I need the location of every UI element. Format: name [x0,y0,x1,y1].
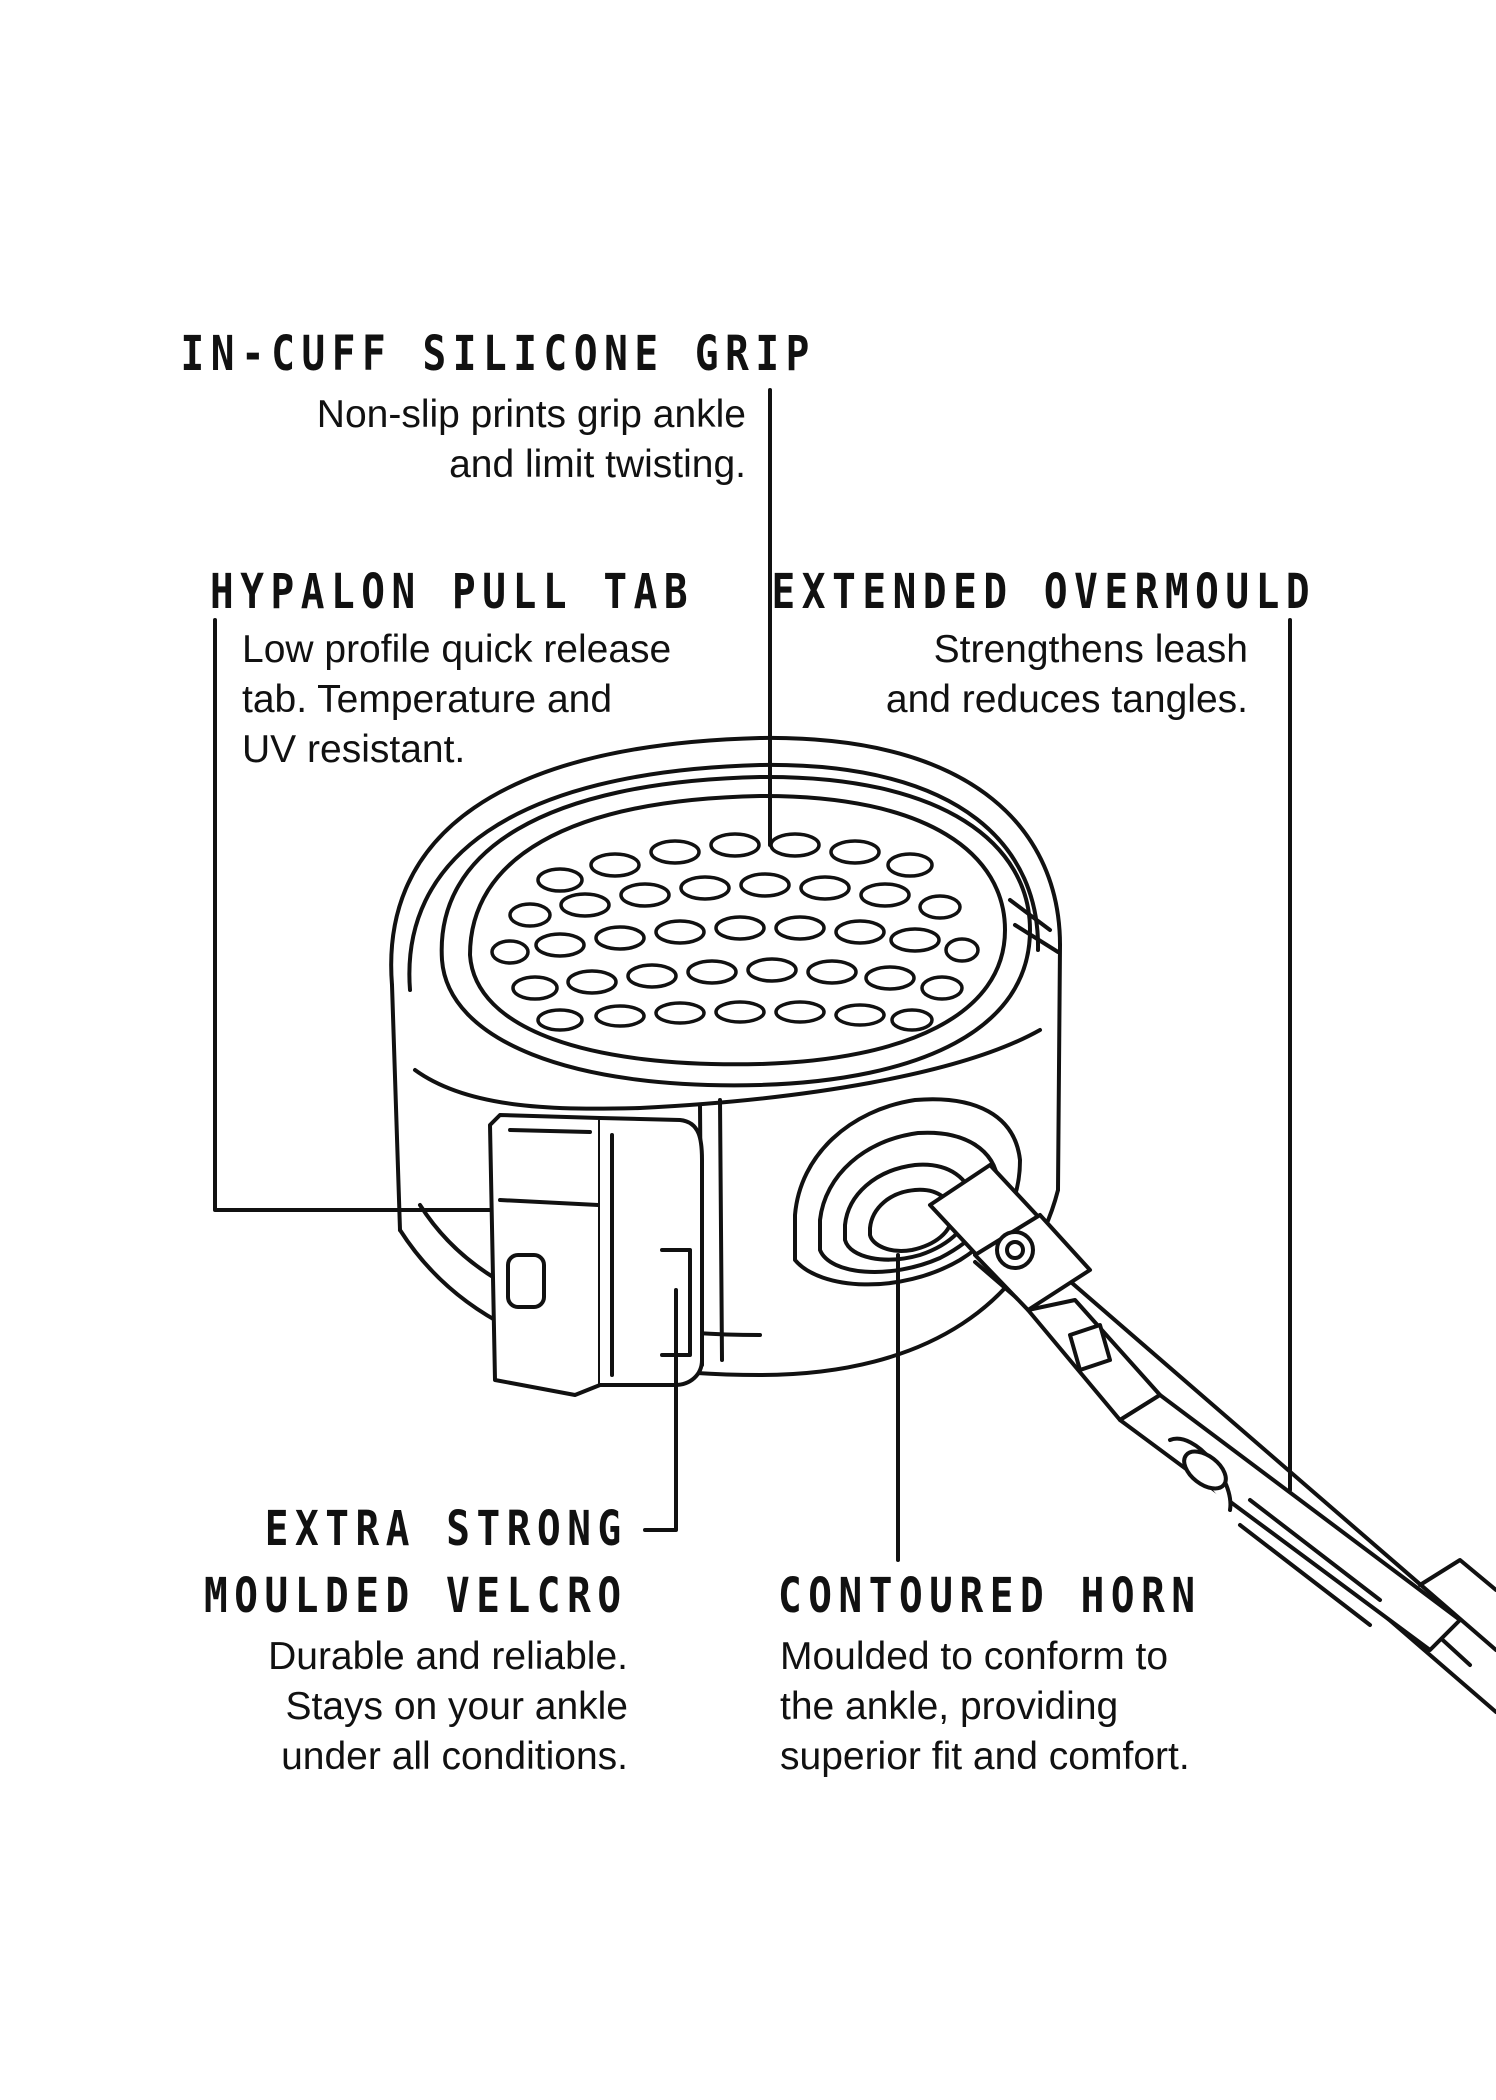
horn-title: CONTOURED HORN [778,1568,1202,1624]
tab-line-2: tab. Temperature and [242,678,613,721]
velcro-title-line-1: EXTRA STRONG [264,1501,628,1557]
velcro-line-1: Durable and reliable. [268,1635,628,1678]
contoured-horn [793,1097,1462,1652]
overmould-line-2: and reduces tangles. [885,678,1248,721]
velcro-line-3: under all conditions. [281,1735,628,1778]
velcro-description: Durable and reliable. Stays on your ankl… [268,1632,628,1782]
velcro-line-2: Stays on your ankle [285,1685,628,1728]
horn-line-3: superior fit and comfort. [780,1735,1190,1778]
overmould-description: Strengthens leash and reduces tangles. [886,625,1248,725]
tab-description: Low profile quick release tab. Temperatu… [242,625,671,775]
leader-velcro [643,1288,678,1532]
grip-description: Non-slip prints grip ankle and limit twi… [317,390,746,490]
grip-title: IN-CUFF SILICONE GRIP [180,326,816,382]
grip-line-2: and limit twisting. [449,443,746,486]
horn-line-2: the ankle, providing [780,1685,1119,1728]
overmould-line-1: Strengthens leash [933,628,1248,671]
grip-line-1: Non-slip prints grip ankle [316,393,746,436]
horn-description: Moulded to conform to the ankle, providi… [780,1632,1190,1782]
overmould-title: EXTENDED OVERMOULD [771,564,1316,620]
tab-line-3: UV resistant. [242,728,466,771]
velcro-title-line-2: MOULDED VELCRO [204,1568,628,1624]
silicone-grip-pattern [490,832,980,1032]
leader-lines [213,388,1292,1562]
leader-tab [213,618,492,1212]
tab-title: HYPALON PULL TAB [210,564,695,620]
tab-line-1: Low profile quick release [242,628,672,671]
horn-line-1: Moulded to conform to [780,1635,1169,1678]
inner-rim [439,774,1060,1088]
